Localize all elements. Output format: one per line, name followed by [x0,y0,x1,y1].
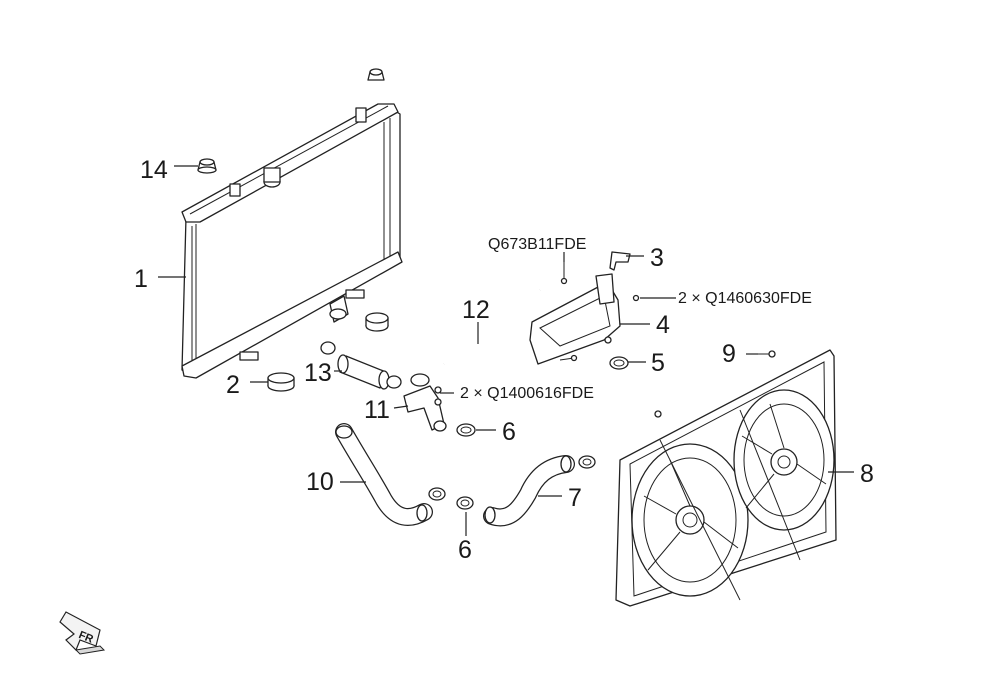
hose-clamp-lower-right [578,455,596,469]
hose-clamp-6-upper [456,423,476,437]
reservoir-tank-4 [529,273,621,365]
front-direction-arrow: FR [59,611,106,655]
radiator-core-fins [191,118,391,368]
callout-8: 8 [860,460,874,488]
part-number-bolt-reservoir: 2 × Q1460630FDE [678,290,812,307]
part-number-bolt-outlet: 2 × Q1400616FDE [460,385,594,402]
leader-lines [158,165,854,536]
fan-shroud-8 [615,349,837,607]
bolt-9 [654,350,776,418]
hose-7 [483,455,575,527]
callout-5: 5 [651,349,665,377]
hose-clamp-5 [609,356,629,370]
short-hose-13 [320,341,402,390]
radiator [181,103,403,379]
callout-12: 12 [462,296,490,324]
callout-14: 14 [140,156,168,184]
callout-13: 13 [304,359,332,387]
callout-1: 1 [134,265,148,293]
callout-4: 4 [656,311,670,339]
reservoir-cap-3 [609,251,631,271]
callout-6-lower: 6 [458,536,472,564]
mount-bushing-14 [197,158,217,174]
callout-6-upper: 6 [502,418,516,446]
lower-hose-10 [335,423,433,526]
outlet-fitting-11 [403,373,447,432]
reservoir-hose-12 [443,288,541,366]
lower-mount-bushing-right [365,312,389,332]
callout-10: 10 [306,468,334,496]
hose-clamp-6-lower [456,496,474,510]
reservoir-bolt [559,294,640,362]
callout-3: 3 [650,244,664,272]
callout-11: 11 [364,396,390,424]
callout-7: 7 [568,484,582,512]
hose-clamp-lower-left [428,487,446,501]
top-mount-rubber [367,68,385,81]
callout-2: 2 [226,371,240,399]
callout-9: 9 [722,340,736,368]
fr-label: FR [77,629,95,646]
lower-mount-bushing-2 [267,372,295,392]
clip-pin [560,262,568,285]
part-number-clip: Q673B11FDE [488,236,586,253]
